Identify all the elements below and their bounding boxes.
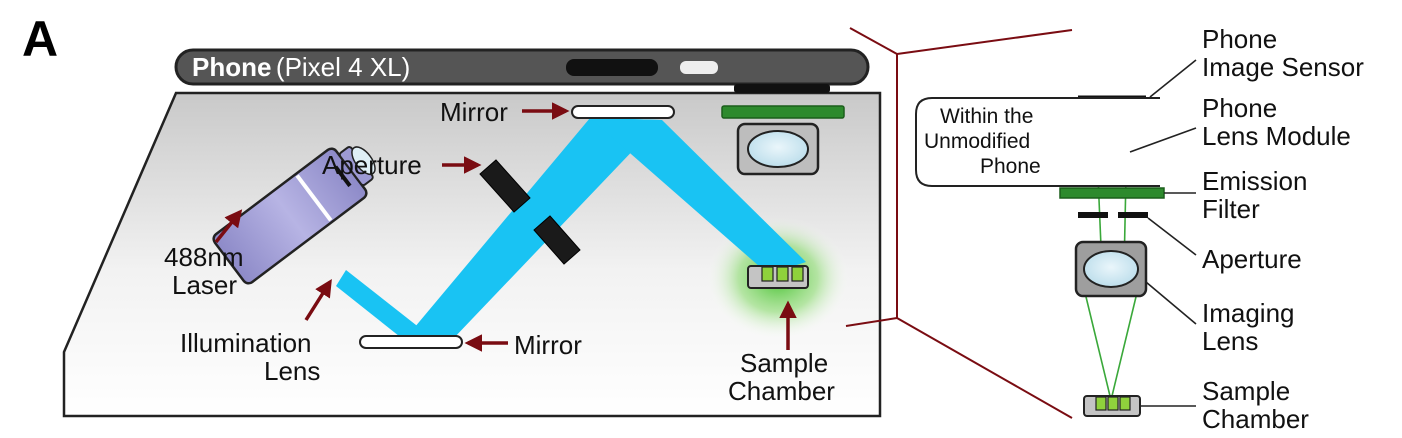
label-aperture-right: Aperture [1202,244,1302,274]
emission-filter [721,105,845,119]
right-leader-lines [1129,59,1197,407]
svg-text:Within the: Within the [940,105,1033,128]
phone-title: Phone (Pixel 4 XL) [192,52,410,82]
mirror-top [571,105,675,119]
imaging-lens-right [1074,240,1148,298]
label-illumination-line2: Lens [264,356,320,386]
label-sample-line1: Sample [740,348,828,378]
laser-488nm [212,146,376,285]
label-lensmod-line1: Phone [1202,93,1277,123]
label-imaging-line2: Lens [1202,326,1258,356]
label-emission-line2: Filter [1202,194,1260,224]
label-lensmod-line2: Lens Module [1202,121,1351,151]
unmodified-phone-callout: Within the Unmodified Phone [915,97,1160,187]
label-mirror-bottom: Mirror [514,330,582,360]
phone-bar: Phone (Pixel 4 XL) [174,48,870,86]
phone-sensor-mount [734,84,830,93]
sample-chamber [747,265,809,289]
sample-chamber-right [1083,395,1141,417]
label-sample-right-line2: Chamber [1202,404,1309,434]
phone-flash [680,61,718,74]
label-imaging-line1: Imaging [1202,298,1295,328]
label-illumination-line1: Illumination [180,328,312,358]
pointer-arrows [214,102,797,352]
label-sample-line2: Chamber [728,376,835,406]
aperture-right [1078,212,1148,218]
svg-text:Phone: Phone [980,155,1041,178]
label-sensor-line1: Phone [1202,24,1277,54]
label-mirror-top: Mirror [440,97,508,127]
mirror-bottom [359,335,463,349]
aperture-block [479,159,581,265]
svg-text:Unmodified: Unmodified [924,130,1030,153]
label-sensor-line2: Image Sensor [1202,52,1364,82]
label-aperture: Aperture [322,150,422,180]
laser-beam [336,118,806,340]
label-sample-right-line1: Sample [1202,376,1290,406]
phone-camera-bump [566,59,658,76]
panel-letter: A [22,11,58,67]
emission-filter-right [1059,187,1165,199]
label-emission-line1: Emission [1202,166,1307,196]
label-laser-line2: Laser [172,270,237,300]
zoom-connector [845,27,1073,419]
label-laser-line1: 488nm [164,242,244,272]
imaging-lens [736,122,820,176]
